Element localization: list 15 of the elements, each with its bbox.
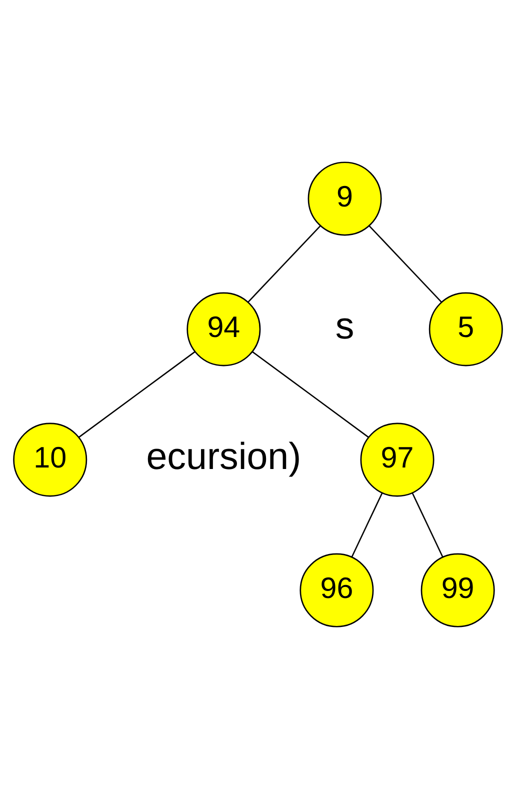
label: s — [335, 304, 354, 346]
connector — [412, 492, 444, 557]
node-circle: 94 — [186, 292, 261, 366]
label: ecursion) — [146, 434, 302, 477]
node-circle: 10 — [13, 422, 88, 496]
connector — [78, 350, 196, 438]
connector — [248, 224, 321, 302]
connector — [351, 492, 383, 557]
node-circle: 5 — [428, 292, 503, 366]
node-circle: 96 — [300, 552, 374, 627]
node-circle: 9 — [308, 161, 382, 236]
connector — [368, 224, 442, 302]
node-circle: 97 — [360, 422, 434, 496]
connector — [252, 350, 369, 438]
node-circle: 99 — [420, 552, 495, 627]
